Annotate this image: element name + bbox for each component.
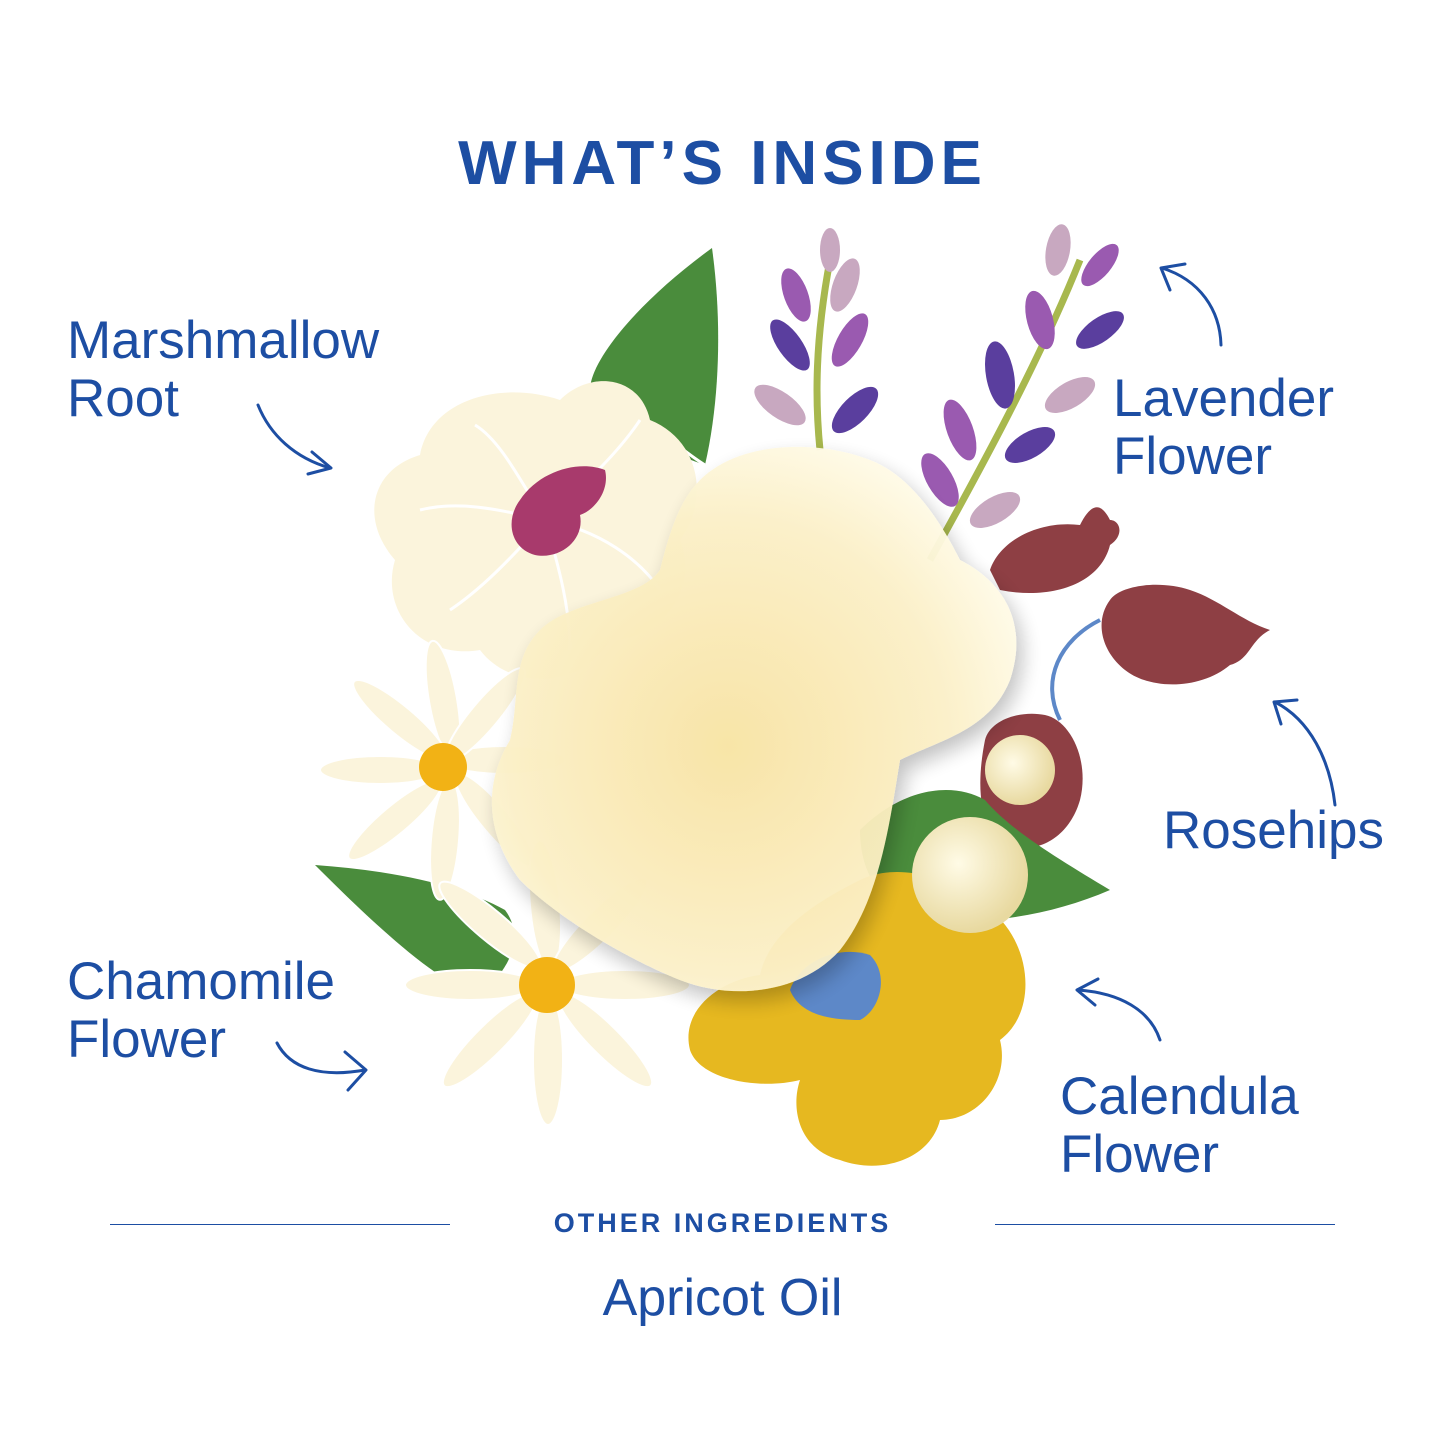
arrow-marshmallow [256,403,333,476]
divider-right [995,1224,1335,1225]
page-title: WHAT’S INSIDE [458,129,987,198]
label-chamomile-flower: Chamomile Flower [67,952,336,1069]
apricot-oil-pearl-large [912,817,1028,933]
other-ingredients-heading: OTHER INGREDIENTS [553,1208,892,1238]
divider-left [110,1224,450,1225]
label-rosehips: Rosehips [1163,801,1384,860]
arrow-chamomile [275,1041,368,1092]
lavender-sprig-left [754,228,879,451]
label-marshmallow-root: Marshmallow Root [67,311,380,428]
lavender-sprig-right [921,224,1124,562]
label-lavender-flower: Lavender Flower [1113,369,1335,486]
apricot-oil-pearl-small [985,735,1055,805]
arrow-calendula [1075,977,1162,1042]
other-ingredient-item: Apricot Oil [602,1269,843,1327]
soap-bar [491,446,1017,992]
label-calendula-flower: Calendula Flower [1060,1067,1299,1184]
arrow-rosehips [1272,698,1337,807]
arrow-lavender [1159,262,1223,347]
